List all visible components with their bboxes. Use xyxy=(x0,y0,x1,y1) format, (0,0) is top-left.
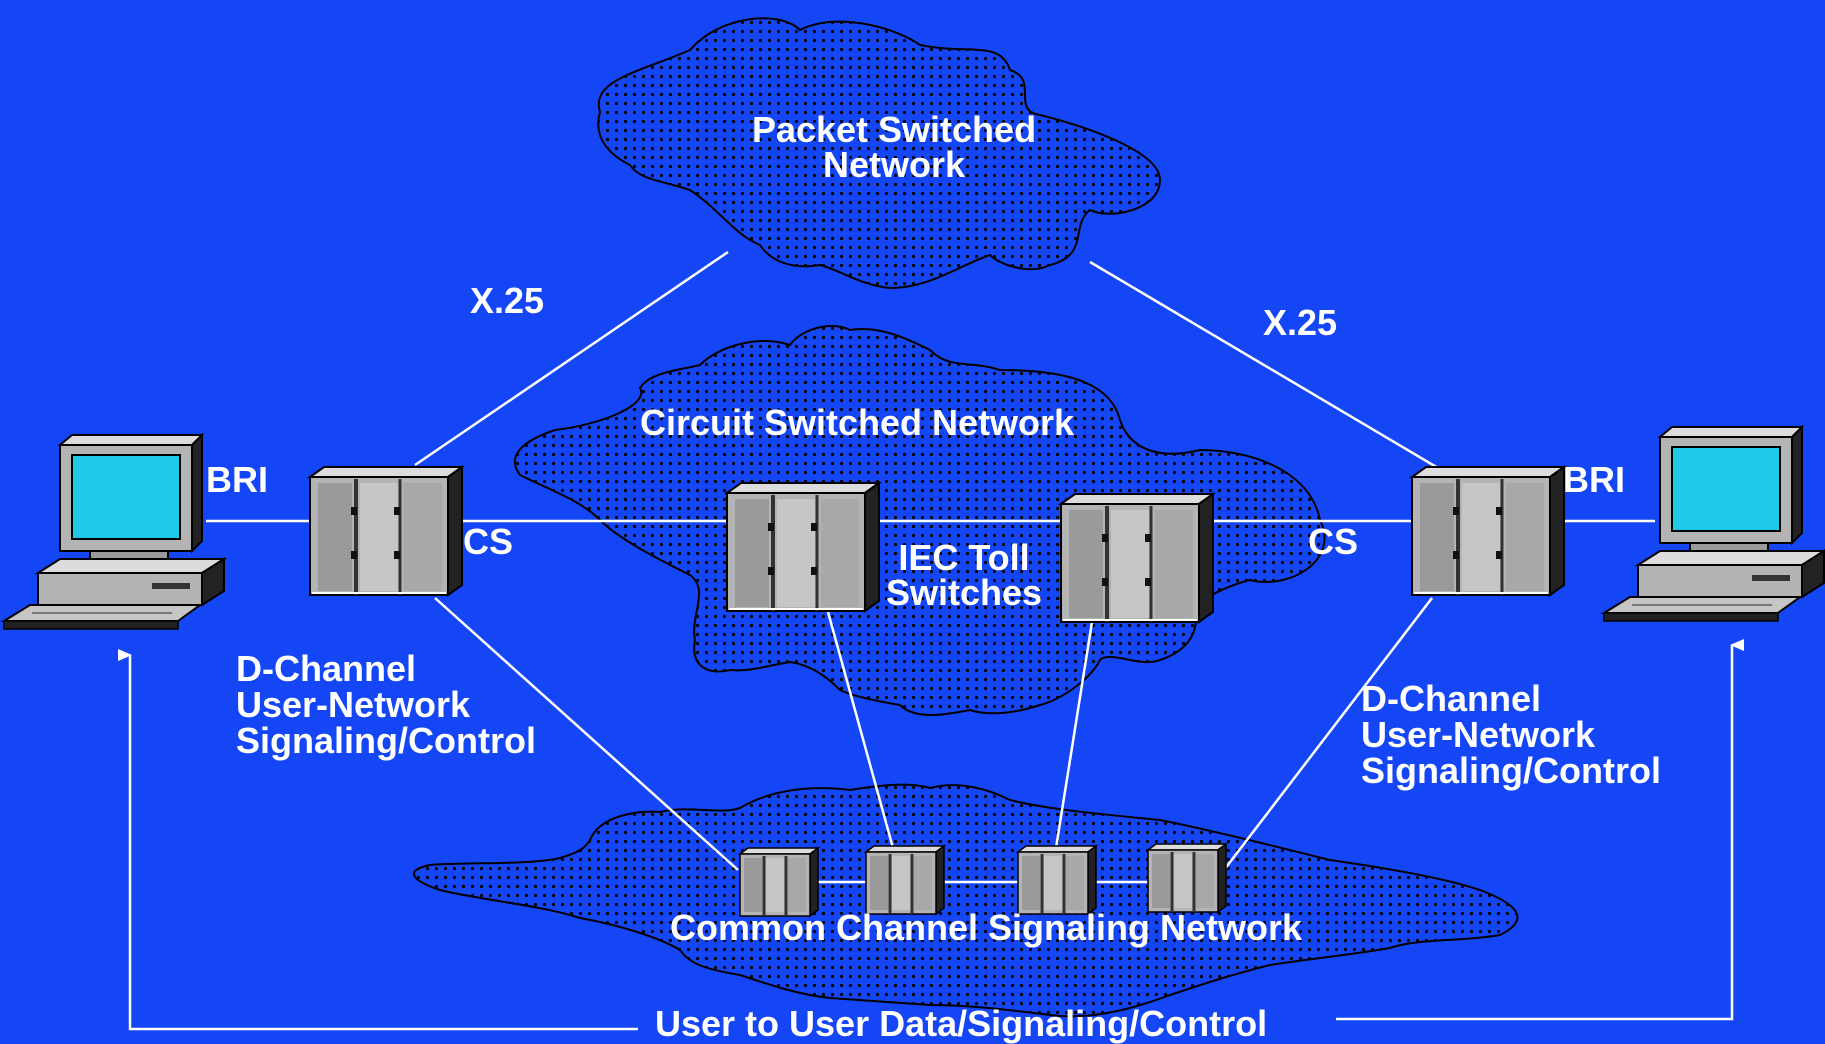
dchannel-label-left-1: D-Channel xyxy=(236,648,416,689)
iec-label-1: IEC Toll xyxy=(898,537,1029,578)
dchannel-link-left xyxy=(434,597,739,871)
toll-ccs-link-left xyxy=(826,611,895,849)
switch-cabinet-icon xyxy=(1410,465,1566,597)
dchannel-label-right-1: D-Channel xyxy=(1361,678,1541,719)
computer-terminal-icon xyxy=(1603,426,1825,622)
x25-label-right: X.25 xyxy=(1263,302,1337,343)
iec-label-2: Switches xyxy=(886,572,1042,613)
connection-lines xyxy=(118,250,1744,1031)
user-to-user-path xyxy=(118,649,638,1031)
switch-cabinet-icon xyxy=(725,481,881,613)
signal-transfer-point-icon xyxy=(1016,844,1098,916)
bri-label-right: BRI xyxy=(1563,459,1625,500)
signal-transfer-point-icon xyxy=(738,846,820,918)
signal-transfer-point-icon xyxy=(864,844,946,916)
user-to-user-label: User to User Data/Signaling/Control xyxy=(655,1003,1267,1044)
user-to-user-path-right xyxy=(1336,639,1744,1021)
switch-cabinet-icon xyxy=(1059,492,1215,624)
packet-network-title-1: Packet Switched xyxy=(752,109,1036,150)
dchannel-label-right-3: Signaling/Control xyxy=(1361,750,1661,791)
dchannel-label-right-2: User-Network xyxy=(1361,714,1596,755)
dchannel-label-left-2: User-Network xyxy=(236,684,471,725)
circuit-network-title: Circuit Switched Network xyxy=(640,402,1075,443)
dchannel-link-right xyxy=(1223,597,1433,871)
ccs-network-title: Common Channel Signaling Network xyxy=(670,907,1303,948)
packet-network-title-2: Network xyxy=(823,144,966,185)
dchannel-label-left-3: Signaling/Control xyxy=(236,720,536,761)
toll-ccs-link-right xyxy=(1054,621,1094,849)
x25-label-left: X.25 xyxy=(470,280,544,321)
ccs-cloud xyxy=(413,783,1519,1018)
cs-label-left: CS xyxy=(463,521,513,562)
computer-terminal-icon xyxy=(3,434,225,630)
x25-link-left xyxy=(414,250,729,467)
switch-cabinet-icon xyxy=(308,465,464,597)
cs-label-right: CS xyxy=(1308,521,1358,562)
signal-transfer-point-icon xyxy=(1146,842,1228,914)
x25-link-right xyxy=(1089,260,1439,470)
packet-switched-cloud xyxy=(597,17,1162,290)
bri-label-left: BRI xyxy=(206,459,268,500)
